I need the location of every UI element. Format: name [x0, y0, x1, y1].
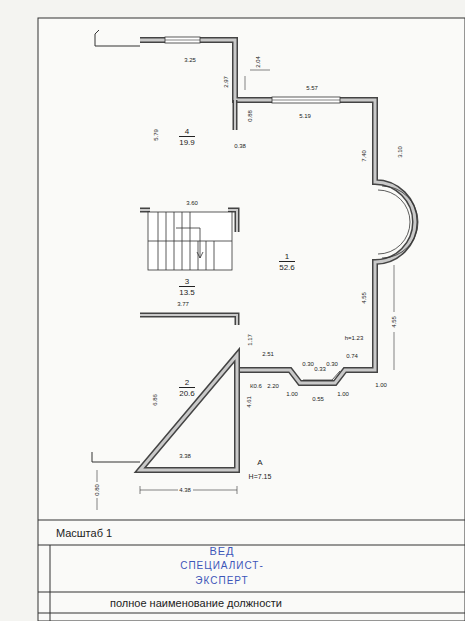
room-number: 4: [179, 127, 195, 136]
dimension-label: 0.80: [94, 484, 100, 496]
room-number: 3: [179, 277, 195, 286]
dimension-label: 2.97: [223, 76, 229, 88]
stamp-text: ЭКСПЕРТ: [195, 576, 248, 586]
room-area: 52.6: [279, 261, 295, 272]
dimension-label: 1.00: [337, 391, 349, 397]
dimension-label: 3.60: [186, 200, 198, 206]
dimension-label: 5.79: [153, 129, 159, 141]
dimension-label: 1.00: [286, 391, 298, 397]
dimension-label: 0.30: [326, 361, 338, 367]
dimension-label: 2.04: [255, 56, 261, 68]
room-label: 313.5: [179, 277, 195, 297]
room-number: 2: [179, 378, 195, 387]
dimension-label: 4.61: [246, 396, 252, 408]
room-label: 419.9: [179, 127, 195, 147]
position-title: полное наименование должности: [110, 598, 282, 609]
height-mark: Н=7.15: [249, 473, 272, 480]
dimension-label: 6.86: [152, 394, 158, 406]
room-number: 1: [279, 252, 295, 261]
room-area: 19.9: [179, 136, 195, 147]
dimension-label: 4.55: [361, 292, 367, 304]
dimension-label: 5.57: [306, 85, 318, 91]
dimension-label: 7.40: [361, 150, 367, 162]
dimension-label: 5.19: [299, 113, 311, 119]
room-label: 220.6: [179, 378, 195, 398]
room-area: 20.6: [179, 387, 195, 398]
dimension-label: 0.55: [312, 396, 324, 402]
dimension-label: 3.10: [397, 146, 403, 158]
dimension-label: 3.38: [179, 453, 191, 459]
dimension-label: h=1.23: [345, 335, 364, 341]
dimension-label: 0.33: [314, 366, 326, 372]
dimension-label: 0.30: [302, 361, 314, 367]
dimension-label: 0.38: [234, 143, 246, 149]
dimension-label: 2.51: [262, 351, 274, 357]
scale-note: Масштаб 1: [56, 528, 112, 539]
dimension-label: 1.00: [375, 382, 387, 388]
dimension-label: 2.20: [267, 383, 279, 389]
dimension-label: 0.88: [247, 110, 253, 122]
section-mark: А: [257, 459, 262, 467]
stamp-text: СПЕЦИАЛИСТ-: [180, 561, 264, 571]
dimension-label: К0.6: [250, 383, 262, 389]
dimension-label: 0.74: [346, 353, 358, 359]
room-area: 13.5: [179, 286, 195, 297]
room-label: 152.6: [279, 252, 295, 272]
dimension-label: 3.77: [177, 301, 189, 307]
dimension-label: 4.55: [391, 316, 397, 328]
dimension-label: 1.17: [247, 334, 253, 346]
dimension-label: 4.38: [178, 487, 192, 493]
stamp-text: ВЕД: [209, 546, 234, 557]
dimension-label: 3.25: [184, 57, 196, 63]
